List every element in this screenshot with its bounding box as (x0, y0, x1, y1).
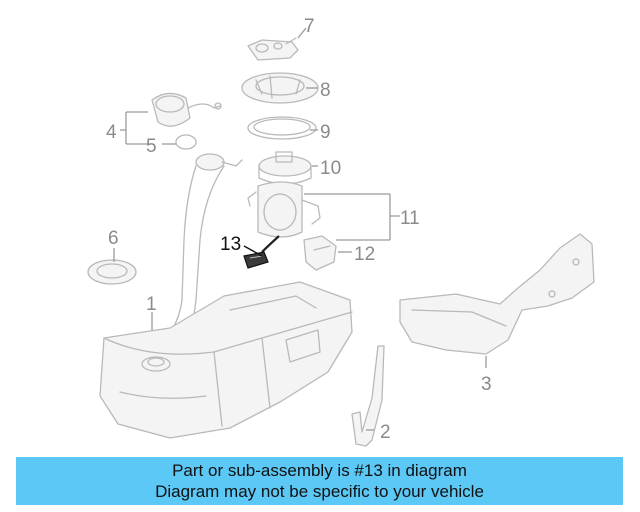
part-5-o-ring (175, 134, 197, 150)
part-13-wiring-harness (243, 235, 280, 269)
callout-11: 11 (400, 208, 420, 229)
banner-line-1: Part or sub-assembly is #13 in diagram (172, 461, 467, 480)
part-4-fuel-cap (151, 92, 222, 127)
callout-5: 5 (146, 136, 157, 157)
part-9-seal (247, 116, 317, 140)
part-8-lock-ring (241, 72, 319, 104)
callout-13: 13 (220, 234, 241, 255)
part-10-flange (258, 151, 312, 185)
part-11-pump-module (247, 181, 321, 238)
leader-lines (113, 27, 487, 431)
part-2-strap (351, 345, 385, 447)
callout-1: 1 (146, 294, 157, 315)
callout-8: 8 (320, 80, 331, 101)
notice-banner: Part or sub-assembly is #13 in diagram D… (16, 457, 623, 505)
part-3-heat-shield (399, 233, 595, 355)
callout-4: 4 (106, 122, 117, 143)
callout-3: 3 (481, 374, 492, 395)
part-12-bracket (303, 235, 337, 271)
callout-7: 7 (304, 16, 315, 37)
banner-line-2: Diagram may not be specific to your vehi… (155, 482, 484, 501)
parts-diagram: 7 8 9 10 11 12 13 4 5 6 1 2 3 (87, 16, 595, 447)
callout-2: 2 (380, 422, 391, 443)
callout-9: 9 (320, 122, 331, 143)
part-7-sender-connector (247, 37, 299, 61)
part-1-fuel-tank (99, 281, 353, 439)
part-6-ring (87, 259, 137, 285)
callout-labels: 7 8 9 10 11 12 13 4 5 6 1 2 3 (106, 16, 492, 443)
callout-12: 12 (354, 244, 375, 265)
callout-10: 10 (320, 158, 341, 179)
callout-6: 6 (108, 228, 119, 249)
